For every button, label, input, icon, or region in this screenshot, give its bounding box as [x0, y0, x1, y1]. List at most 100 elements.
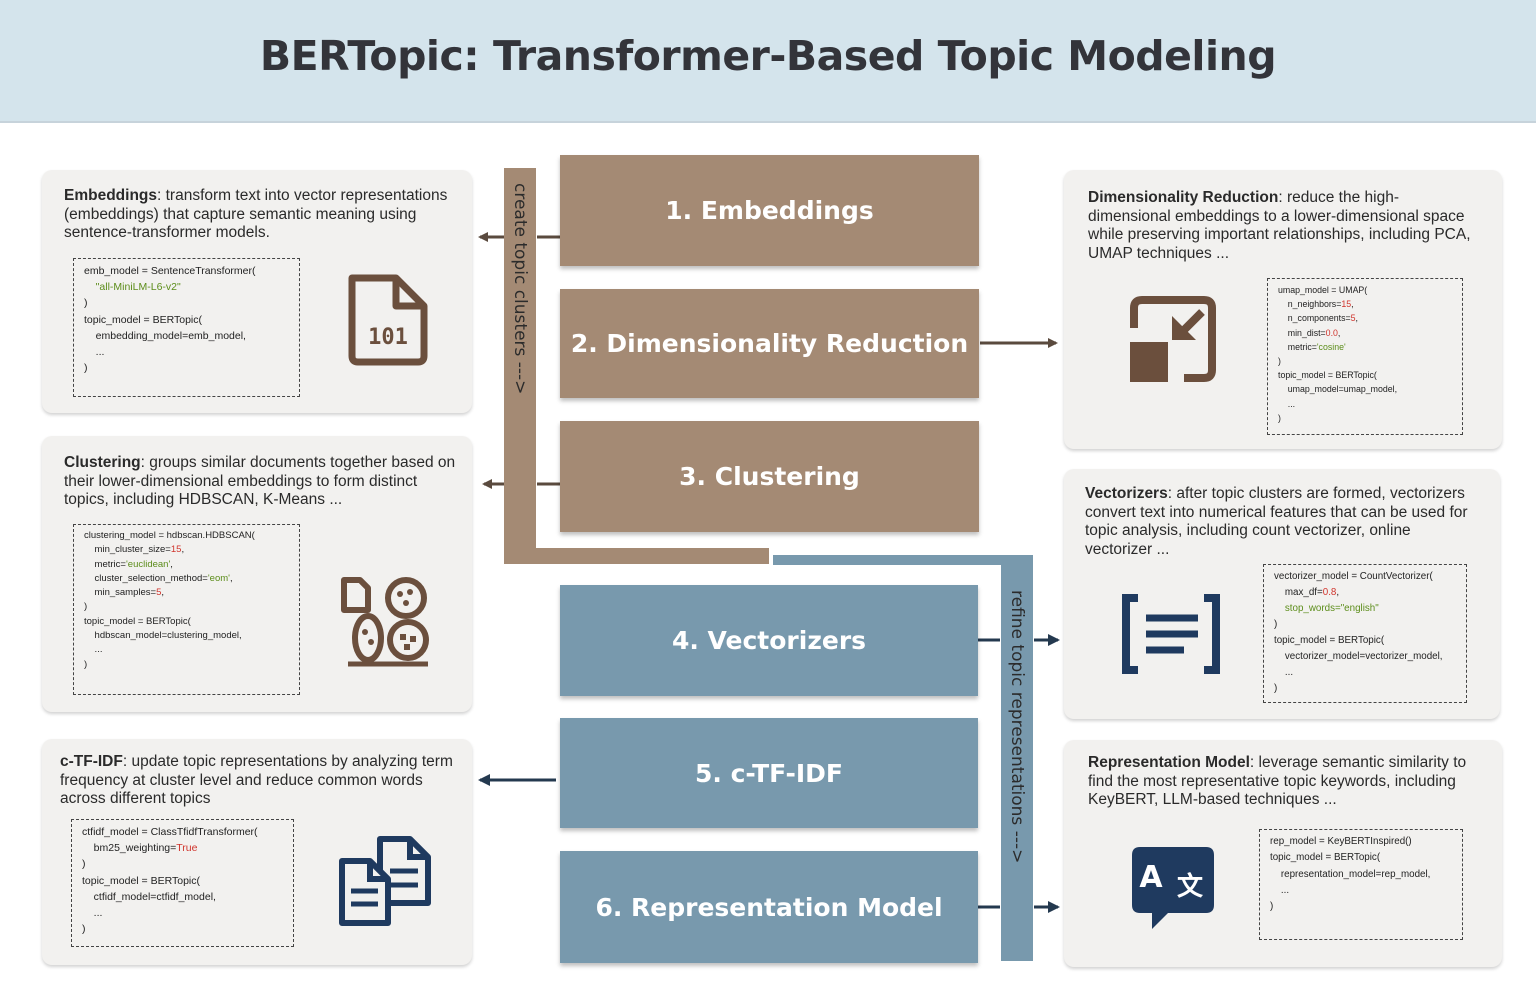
step-ctfidf: 5. c-TF-IDF [560, 718, 978, 828]
step-repmodel-label: 6. Representation Model [595, 892, 943, 922]
code-repmodel: rep_model = KeyBERTInspired() topic_model… [1259, 829, 1463, 940]
card-repmodel-term: Representation Model [1088, 754, 1250, 771]
code-line: ) [84, 297, 88, 310]
refine-bar-top [773, 555, 1033, 565]
code-line: umap_model=umap_model, [1278, 384, 1398, 395]
code-line: ... [82, 907, 103, 920]
card-dimred-desc: Dimensionality Reduction: reduce the hig… [1088, 189, 1478, 263]
code-line: topic_model = BERTopic( [1274, 635, 1385, 646]
step-vectorizers-label: 4. Vectorizers [671, 626, 867, 655]
code-line: ) [82, 923, 86, 936]
card-embeddings-text: : transform text into vector representat… [64, 187, 448, 241]
card-repmodel-desc: Representation Model: leverage semantic … [1088, 754, 1483, 810]
card-dimred-text: : reduce the high-dimensional embeddings… [1088, 189, 1471, 262]
code-line: vectorizer_model = CountVectorizer( [1274, 571, 1433, 582]
card-dimensionality-reduction: Dimensionality Reduction: reduce the hig… [1064, 170, 1502, 449]
code-line: ) [1274, 619, 1278, 630]
code-line: ctfidf_model = ClassTfidfTransformer( [82, 826, 258, 838]
code-line: topic_model = BERTopic( [1278, 370, 1377, 381]
card-embeddings-desc: Embeddings: transform text into vector r… [64, 187, 459, 243]
code-line: clustering_model = hdbscan.HDBSCAN( [84, 530, 255, 541]
code-dimred: umap_model = UMAP( n_neighbors=15, n_com… [1267, 278, 1463, 435]
card-vectorizers: Vectorizers: after topic clusters are fo… [1064, 469, 1500, 719]
code-line: ... [1270, 884, 1290, 896]
code-line: stop_words="english" [1274, 603, 1379, 614]
card-vectorizers-text: : after topic clusters are formed, vecto… [1085, 485, 1468, 558]
code-line: vectorizer_model=vectorizer_model, [1274, 651, 1443, 662]
code-line: emb_model = SentenceTransformer( [84, 265, 256, 277]
step-vectorizers: 4. Vectorizers [560, 585, 978, 696]
text-brackets-icon [1122, 594, 1220, 674]
header-banner: BERTopic: Transformer-Based Topic Modeli… [0, 0, 1536, 123]
code-line: hdbscan_model=clustering_model, [84, 630, 242, 642]
code-line: embedding_model=emb_model, [84, 329, 246, 342]
code-line: rep_model = KeyBERTInspired() [1270, 836, 1412, 847]
code-line: ) [1270, 901, 1274, 913]
step-ctfidf-label: 5. c-TF-IDF [695, 758, 843, 788]
code-line: ... [1278, 398, 1296, 409]
compress-icon [1130, 296, 1216, 382]
step-embeddings-label: 1. Embeddings [665, 196, 874, 225]
code-line: min_cluster_size=15, [84, 544, 185, 556]
code-line: n_components=5, [1278, 313, 1358, 324]
code-line: topic_model = BERTopic( [84, 313, 202, 326]
code-line: n_neighbors=15, [1278, 299, 1354, 310]
code-line: metric='cosine' [1278, 341, 1346, 352]
card-clustering: Clustering: groups similar documents tog… [42, 436, 472, 712]
step-dimensionality-reduction: 2. Dimensionality Reduction [560, 289, 979, 398]
code-embeddings: emb_model = SentenceTransformer( "all-Mi… [73, 258, 300, 397]
card-repmodel-text: : leverage semantic similarity to find t… [1088, 754, 1467, 808]
card-vectorizers-desc: Vectorizers: after topic clusters are fo… [1085, 485, 1480, 559]
code-line: max_df=0.8, [1274, 587, 1340, 598]
code-line: topic_model = BERTopic( [82, 874, 200, 887]
code-line: umap_model = UMAP( [1278, 285, 1368, 295]
clusters-icon [341, 577, 429, 667]
step-dimred-label: 2. Dimensionality Reduction [570, 329, 969, 358]
code-line: ctfidf_model=ctfidf_model, [82, 890, 216, 903]
step-clustering-label: 3. Clustering [679, 462, 860, 491]
step-embeddings: 1. Embeddings [560, 155, 979, 266]
code-line: ) [84, 658, 88, 670]
card-representation-model: Representation Model: leverage semantic … [1064, 740, 1502, 967]
code-line: ) [1278, 356, 1281, 367]
code-line: ... [1274, 667, 1294, 678]
code-line: bm25_weighting=True [82, 842, 198, 855]
code-line: min_samples=5, [84, 587, 165, 599]
step-clustering: 3. Clustering [560, 421, 979, 532]
svg-text:101: 101 [368, 325, 408, 350]
code-line: representation_model=rep_model, [1270, 868, 1431, 880]
step-representation-model: 6. Representation Model [560, 851, 978, 963]
code-line: topic_model = BERTopic( [84, 615, 191, 627]
code-line: min_dist=0.0, [1278, 327, 1341, 338]
card-embeddings: Embeddings: transform text into vector r… [42, 170, 472, 413]
card-dimred-term: Dimensionality Reduction [1088, 189, 1279, 206]
card-ctfidf-desc: c-TF-IDF: update topic representations b… [60, 753, 460, 809]
code-line: ) [82, 858, 86, 871]
code-clustering: clustering_model = hdbscan.HDBSCAN( min_… [73, 524, 300, 695]
file-binary-icon: 101 [348, 274, 428, 366]
code-line: topic_model = BERTopic( [1270, 852, 1381, 864]
code-line: ) [1274, 683, 1278, 694]
code-line: ... [84, 346, 105, 359]
translate-icon: A 文 [1132, 847, 1214, 929]
create-clusters-label: create topic clusters ---> [510, 183, 530, 395]
code-vectorizers: vectorizer_model = CountVectorizer( max_… [1263, 564, 1467, 703]
refine-representations-label: refine topic representations ---> [1007, 590, 1027, 864]
svg-text:文: 文 [1177, 871, 1204, 902]
code-line: ... [84, 644, 103, 656]
svg-text:A: A [1139, 860, 1163, 895]
card-ctfidf-term: c-TF-IDF [60, 753, 123, 770]
page-title: BERTopic: Transformer-Based Topic Modeli… [259, 32, 1277, 80]
code-line: cluster_selection_method='eom', [84, 572, 233, 584]
code-line: "all-MiniLM-L6-v2" [84, 281, 181, 294]
create-clusters-bar-bottom [504, 548, 769, 564]
card-clustering-text: : groups similar documents together base… [64, 454, 456, 508]
code-ctfidf: ctfidf_model = ClassTfidfTransformer( bm… [71, 819, 294, 947]
card-ctfidf-text: : update topic representations by analyz… [60, 753, 453, 807]
code-line: metric='euclidean', [84, 558, 173, 570]
code-line: ) [84, 362, 88, 375]
card-clustering-term: Clustering [64, 454, 141, 471]
card-ctfidf: c-TF-IDF: update topic representations b… [42, 739, 472, 965]
card-clustering-desc: Clustering: groups similar documents tog… [64, 454, 464, 510]
